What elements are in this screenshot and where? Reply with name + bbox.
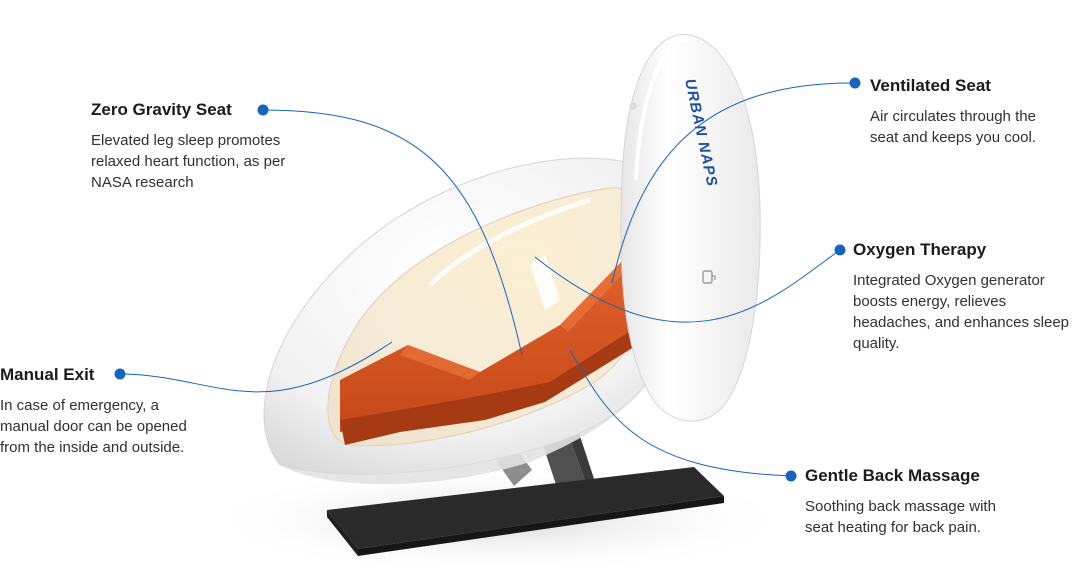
feature-title: Ventilated Seat [870,76,991,95]
door-handle-icon [702,270,716,284]
feature-description: Elevated leg sleep promotes relaxed hear… [91,132,286,191]
callout-dot-massage [785,470,797,482]
callout-dots [114,77,861,482]
pod-door: URBAN NAPS [620,34,761,422]
feature-description: Integrated Oxygen generator boosts energ… [853,272,1070,352]
callout-line-oxygen [534,249,841,323]
feature-title: Gentle Back Massage [805,466,980,485]
feature-title: Oxygen Therapy [853,240,987,259]
feature-description: In case of emergency, a manual door can … [0,397,187,456]
feature-description: Soothing back massage with seat heating … [805,498,996,536]
callout-dot-manual-exit [114,368,126,380]
callout-line-ventilated [611,82,856,284]
feature-title: Manual Exit [0,365,95,384]
callout-line-massage [569,349,792,477]
feature-gentle-back-massage: Gentle Back Massage Soothing back massag… [805,466,1005,538]
feature-title: Zero Gravity Seat [91,100,232,119]
callout-dot-zero-gravity [257,104,269,116]
feature-zero-gravity-seat: Zero Gravity Seat Elevated leg sleep pro… [91,100,291,193]
feature-oxygen-therapy: Oxygen Therapy Integrated Oxygen generat… [853,240,1075,354]
callout-dot-ventilated [849,77,861,89]
feature-description: Air circulates through the seat and keep… [870,108,1036,146]
feature-ventilated-seat: Ventilated Seat Air circulates through t… [870,76,1060,148]
base-plate [327,467,724,549]
callout-line-zero-gravity [262,109,523,356]
callout-line-manual-exit [120,341,393,393]
feature-manual-exit: Manual Exit In case of emergency, a manu… [0,365,195,458]
callout-lines [120,82,856,477]
callout-dot-oxygen [834,244,846,256]
